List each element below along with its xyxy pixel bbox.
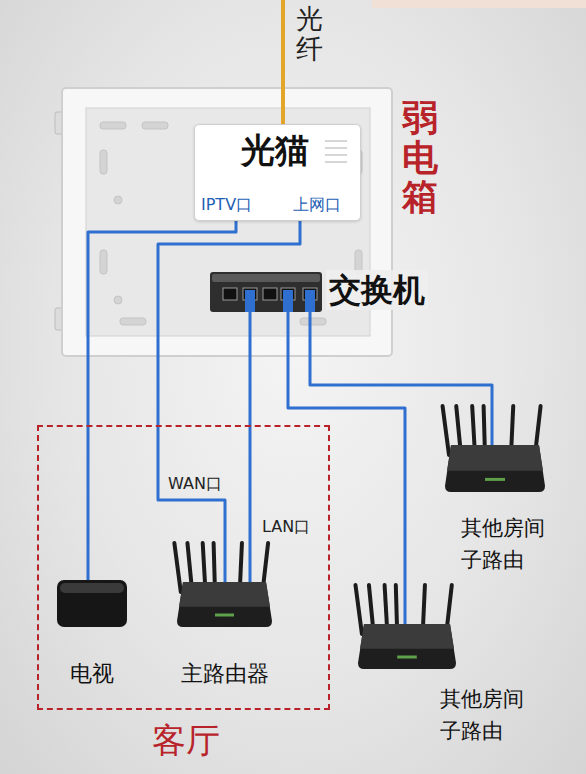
text-holder: 主路由器 [157,660,292,688]
device-title: 交换机 [326,270,428,310]
router-top [360,624,454,649]
room-title: 客厅 [39,719,332,762]
fiber-cable [281,0,285,128]
switch-top [212,274,320,282]
grille-slot [325,154,347,156]
distribution-box: 弱电箱光猫IPTV口上网口交换机 [62,88,392,356]
router-drawing [445,403,545,492]
text-holder: 光纤 [296,4,323,63]
device-label: 电视 [37,660,147,688]
network-cable [310,312,492,445]
box-title: 弱电箱 [402,98,438,217]
router-top [447,445,543,471]
cable-plug [245,290,255,312]
device-label: 主路由器 [157,660,292,688]
text-holder: 其他房间子路由 [440,684,532,747]
ethernet-port [263,288,277,300]
router-drawing [177,540,272,627]
cable-label: 光纤 [296,4,323,63]
network-cable [288,312,405,624]
text-holder: LAN口 [262,517,310,537]
port-label: 上网口 [293,195,341,215]
router-antenna [355,585,361,634]
router-antenna [174,543,180,592]
cable-plug [283,290,293,312]
text-holder: 上网口 [293,195,341,215]
port-label: IPTV口 [201,195,252,215]
grille-slot [325,161,347,163]
tv-box-drawing [57,580,127,627]
optical-modem: 光猫 IPTV口 上网口 [194,124,361,221]
router-led [485,478,505,481]
port-label: LAN口 [262,517,310,537]
main-router: 主路由器 [177,582,272,627]
router-body [177,582,272,627]
router-antenna [443,406,449,455]
device-title: 光猫 [195,129,355,172]
switch-body [210,272,322,312]
text-holder: 电视 [37,660,147,688]
tv-box-body [57,580,127,627]
top-strip [372,0,586,8]
router-led [215,614,234,617]
switch-drawing [210,272,322,312]
mounting-slots [100,122,362,325]
text-holder: 其他房间子路由 [461,513,553,576]
router-drawing [358,582,456,669]
text-holder: 光猫 [195,129,355,172]
device-label: 其他房间子路由 [440,684,532,747]
text-holder: WAN口 [168,474,222,494]
text-holder: 弱电箱 [402,98,438,217]
tv-box: 电视 [57,580,127,627]
room-region: 客厅电视主路由器 [37,425,330,710]
grille-slot [325,147,347,149]
text-holder: 交换机 [326,270,428,310]
device-label: 其他房间子路由 [461,513,553,576]
ethernet-port [223,288,237,300]
router-top [179,582,270,607]
text-holder: IPTV口 [201,195,252,215]
panel-frame [62,88,392,356]
sub-router: 其他房间子路由 [358,624,456,669]
grille-slot [325,140,347,142]
router-body [358,624,456,669]
cable-plug [305,290,315,312]
network-switch: 交换机 [210,272,322,312]
tv-box-top [60,583,124,593]
network-cable [249,312,252,582]
sub-router: 其他房间子路由 [445,445,545,492]
port-label: WAN口 [168,474,222,494]
router-led [397,656,417,659]
router-body [445,445,545,492]
text-holder: 客厅 [39,719,332,762]
